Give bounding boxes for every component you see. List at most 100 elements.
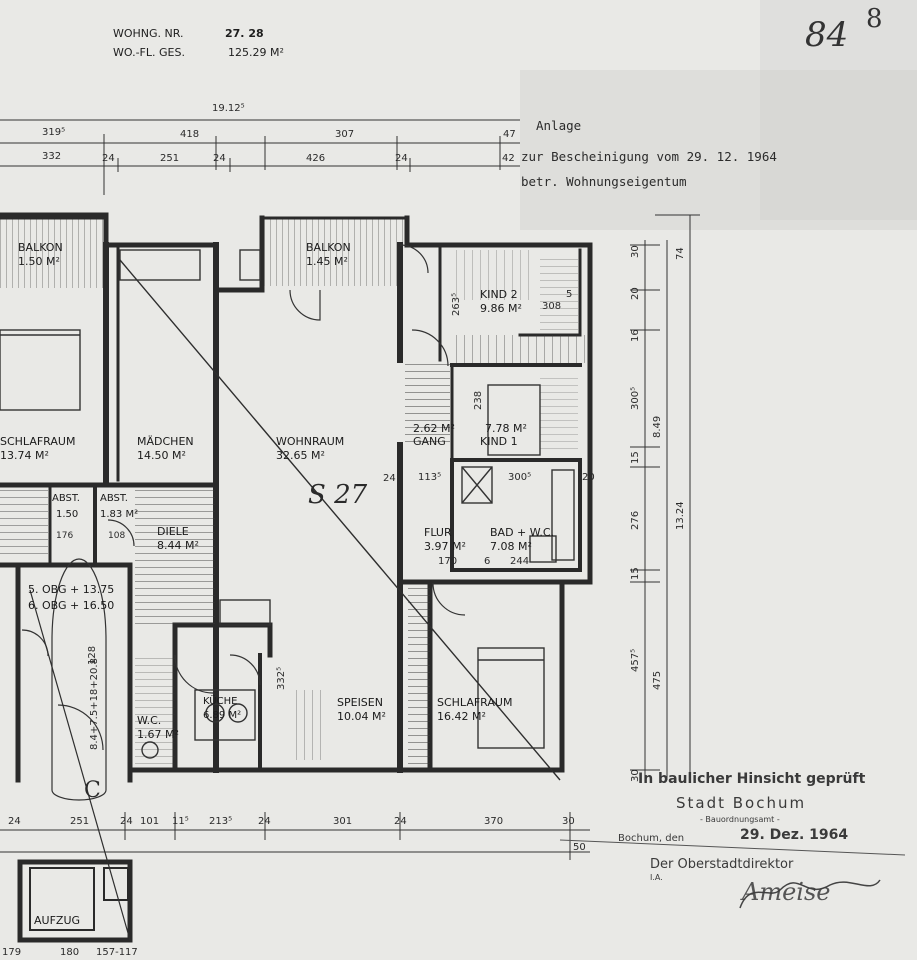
room-diele-area: 8.44 M² [157, 539, 199, 552]
room-speisen-area: 10.04 M² [337, 710, 386, 723]
dim-top-2: 418 [180, 129, 200, 140]
total-area-label: WO.-FL. GES. [113, 46, 185, 59]
room-flur-name: FLUR [424, 526, 452, 539]
room-kind1-name: KIND 1 [480, 435, 518, 448]
dim-bottom-2: 251 [70, 816, 90, 827]
room-schlafraum-left-area: 13.74 M² [0, 449, 49, 462]
dim-right-8: 457⁵ [630, 648, 641, 672]
dim-edge-1: 179 [2, 947, 22, 958]
floor-level-5: 5. OBG + 13.75 [28, 583, 115, 596]
room-wohnraum-area: 32.65 M² [276, 449, 325, 462]
dim-top-3: 307 [335, 129, 355, 140]
room-abst2-name: ABST. [100, 493, 128, 504]
dim-top-7: 251 [160, 153, 180, 164]
stamp-date: 29. Dez. 1964 [740, 827, 849, 843]
top-dimension-lines [0, 119, 520, 195]
dim-top-8: 24 [213, 153, 226, 164]
dim-right-1: 30 [630, 245, 641, 258]
dim-bottom-10: 370 [484, 816, 504, 827]
unit-number-value: 27. 28 [225, 27, 264, 40]
walls [0, 212, 593, 943]
room-schlafraum-right-area: 16.42 M² [437, 710, 486, 723]
dim-right-5: 15 [630, 451, 641, 464]
room-wohnraum-name: WOHNRAUM [276, 435, 345, 448]
dim-bottom-4: 101 [140, 816, 160, 827]
dim-right-inner: 8.49 [652, 415, 663, 438]
room-bad-area: 7.08 M² [490, 540, 532, 553]
room-wc-name: W.C. [137, 714, 162, 727]
dim-bottom-1: 24 [8, 816, 21, 827]
dim-edge-3: 157-117 [96, 947, 138, 958]
dim-top-9: 426 [306, 153, 326, 164]
room-maedchen-area: 14.50 M² [137, 449, 186, 462]
room-kind2-area: 9.86 M² [480, 302, 522, 315]
room-abst1-area: 1.50 [56, 509, 79, 520]
dim-overall-width: 19.12⁵ [212, 103, 245, 114]
stamp-line-3: - Bauordnungsamt - [700, 815, 780, 824]
dim-right-c2: 475 [652, 670, 663, 690]
stamp-ia: I.A. [650, 873, 663, 882]
dim-bad-width-3: 244 [510, 556, 530, 567]
annex-line-2: zur Bescheinigung vom 29. 12. 1964 [521, 149, 777, 164]
dim-top-5: 332 [42, 151, 62, 162]
dim-bottom-7: 24 [258, 816, 271, 827]
dim-wall-24: 24 [383, 473, 396, 484]
dim-bottom-11: 30 [562, 816, 575, 827]
dim-top-6: 24 [102, 153, 115, 164]
stamp-place-label: Bochum, den [618, 833, 685, 844]
dim-gang-width: 113⁵ [418, 472, 442, 483]
room-wc-area: 1.67 M² [137, 728, 179, 741]
dim-bottom-9: 24 [394, 816, 407, 827]
page-number: 84 [805, 15, 849, 55]
room-kueche-name: KÜCHE [203, 696, 238, 707]
dim-top-11: 42 [502, 153, 515, 164]
dim-top-1: 319⁵ [42, 127, 66, 138]
furniture [0, 249, 575, 759]
annex-line-1: Anlage [536, 118, 582, 133]
room-flur-area: 3.97 M² [424, 540, 466, 553]
dim-kind2-width: 308 [542, 301, 562, 312]
dim-top-4: 47 [503, 129, 516, 140]
dim-right-2: 20 [630, 287, 641, 300]
dim-bottom-6: 213⁵ [209, 816, 233, 827]
annex-line-3: betr. Wohnungseigentum [521, 174, 687, 189]
door-swings [21, 244, 466, 801]
dim-right-7: 15 [630, 567, 641, 580]
dim-kueche-height: 332⁵ [276, 666, 287, 690]
dim-kind2-height: 263⁵ [451, 292, 462, 316]
total-area-value: 125.29 M² [228, 46, 284, 59]
room-aufzug-name: AUFZUG [34, 914, 81, 927]
dim-bottom-3: 24 [120, 816, 133, 827]
room-balkon-right-name: BALKON [306, 241, 351, 254]
room-balkon-right-area: 1.45 M² [306, 255, 348, 268]
section-marker: S 27 [308, 480, 368, 510]
stamp-signature: Ameise [742, 878, 831, 906]
dim-stair: 8.4+7.5+18+20.8 [89, 658, 100, 750]
room-kind1-area: 7.78 M² [485, 422, 527, 435]
room-gang-area: 2.62 M² [413, 422, 455, 435]
dim-right-6: 276 [630, 510, 641, 530]
room-balkon-left-name: BALKON [18, 241, 63, 254]
dim-right-outer: 13.24 [675, 501, 686, 530]
room-abst2-area: 1.83 M² [100, 509, 139, 520]
dim-top-10: 24 [395, 153, 408, 164]
stamp-line-1: In baulicher Hinsicht geprüft [638, 771, 866, 787]
room-diele-name: DIELE [157, 525, 189, 538]
dim-kind1-height: 238 [473, 390, 484, 410]
dim-right-total-top: 74 [675, 247, 686, 260]
dim-right-3: 16 [630, 329, 641, 342]
dim-abst-2: 108 [108, 531, 126, 541]
room-gang-name: GANG [413, 435, 446, 448]
dim-abst-1: 176 [56, 531, 74, 541]
room-schlafraum-right-name: SCHLAFRAUM [437, 696, 513, 709]
dim-bad-width: 300⁵ [508, 472, 532, 483]
room-kueche-area: 6.89 M² [203, 710, 242, 721]
dim-bottom-8: 301 [333, 816, 353, 827]
dim-flur-6: 6 [484, 556, 491, 567]
dim-kind2-width-2: 5 [566, 289, 573, 300]
dim-edge-2: 180 [60, 947, 80, 958]
right-dimension-lines [630, 214, 700, 780]
dim-bottom-below: 50 [573, 842, 586, 853]
